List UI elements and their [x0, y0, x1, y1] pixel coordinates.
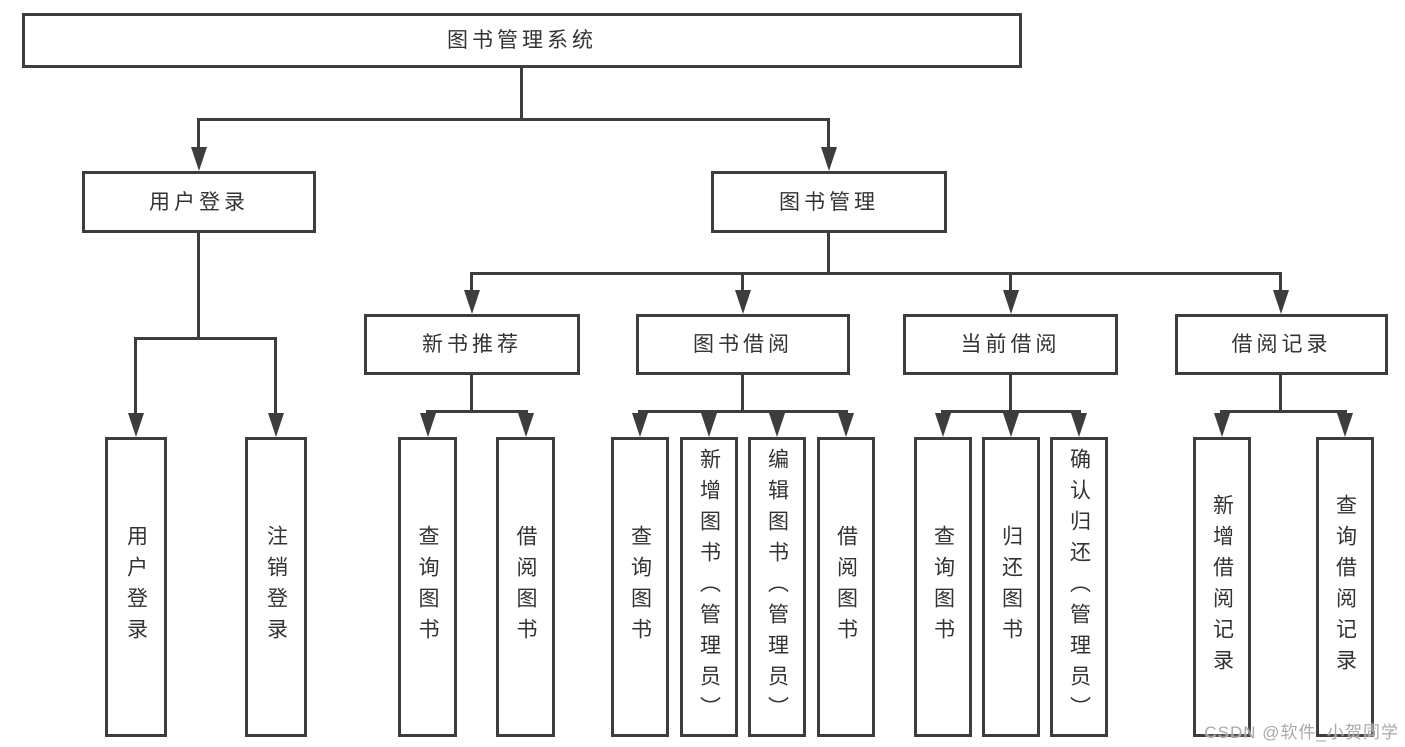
connector [1220, 410, 1347, 413]
node-book-management: 图书管理 [711, 171, 947, 233]
arrowhead-down-icon [128, 413, 144, 437]
connector [638, 410, 848, 413]
node-user-login: 用户登录 [82, 171, 316, 233]
connector [197, 118, 200, 152]
arrowhead-down-icon [838, 413, 854, 437]
connector [470, 272, 1282, 275]
connector [274, 337, 277, 417]
connector [1279, 272, 1282, 294]
leaf-query-books: 查询图书 [398, 437, 457, 737]
connector [941, 410, 1081, 413]
leaf-edit-books-admin: 编辑图书（管理员） [748, 437, 806, 737]
arrowhead-down-icon [701, 413, 717, 437]
arrowhead-down-icon [1003, 290, 1019, 314]
leaf-add-borrowing-record: 新增借阅记录 [1193, 437, 1251, 737]
leaf-return-books: 归还图书 [982, 437, 1040, 737]
arrowhead-down-icon [518, 413, 534, 437]
connector [134, 337, 277, 340]
node-borrowing-records: 借阅记录 [1175, 314, 1388, 375]
leaf-borrow-books-2: 借阅图书 [817, 437, 875, 737]
connector [426, 410, 528, 413]
arrowhead-down-icon [821, 147, 837, 171]
node-new-book-recommendation: 新书推荐 [364, 314, 580, 375]
connector [827, 118, 830, 152]
leaf-logout-login: 注销登录 [245, 437, 307, 737]
connector [1009, 375, 1012, 413]
leaf-add-books-admin: 新增图书（管理员） [680, 437, 738, 737]
arrowhead-down-icon [1071, 413, 1087, 437]
leaf-borrow-books: 借阅图书 [496, 437, 555, 737]
connector [1279, 375, 1282, 413]
arrowhead-down-icon [420, 413, 436, 437]
arrowhead-down-icon [1337, 413, 1353, 437]
connector [197, 233, 200, 340]
arrowhead-down-icon [268, 413, 284, 437]
arrowhead-down-icon [632, 413, 648, 437]
leaf-query-borrowing-record: 查询借阅记录 [1316, 437, 1374, 737]
arrowhead-down-icon [769, 413, 785, 437]
node-current-borrowing: 当前借阅 [903, 314, 1118, 375]
connector [741, 375, 744, 413]
csdn-watermark: CSDN @软件_小贺同学 [1204, 723, 1399, 742]
leaf-query-books-2: 查询图书 [611, 437, 669, 737]
connector [470, 375, 473, 413]
arrowhead-down-icon [1214, 413, 1230, 437]
arrowhead-down-icon [464, 290, 480, 314]
leaf-query-books-3: 查询图书 [914, 437, 972, 737]
leaf-user-login: 用户登录 [105, 437, 167, 737]
arrowhead-down-icon [735, 290, 751, 314]
connector [197, 118, 830, 121]
connector [827, 233, 830, 275]
node-library-management-system: 图书管理系统 [22, 13, 1022, 68]
connector [741, 272, 744, 294]
arrowhead-down-icon [191, 147, 207, 171]
arrowhead-down-icon [1273, 290, 1289, 314]
arrowhead-down-icon [935, 413, 951, 437]
node-book-borrowing: 图书借阅 [636, 314, 850, 375]
arrowhead-down-icon [1003, 413, 1019, 437]
connector [520, 68, 523, 121]
connector [134, 337, 137, 417]
connector [1009, 272, 1012, 294]
leaf-confirm-return-admin: 确认归还（管理员） [1050, 437, 1108, 737]
connector [470, 272, 473, 294]
